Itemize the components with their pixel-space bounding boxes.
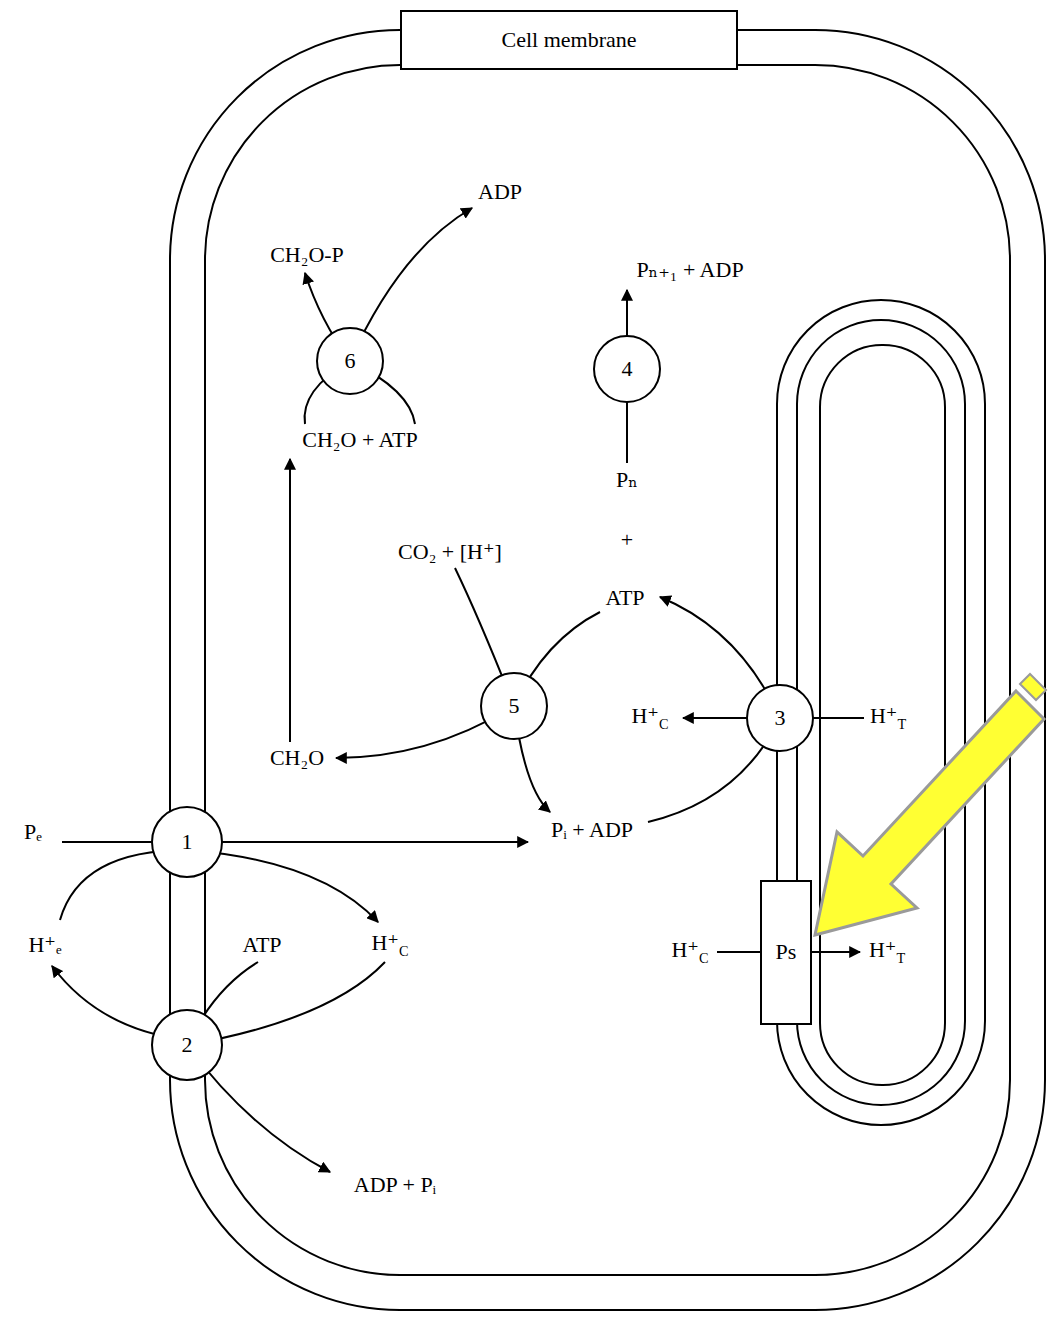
chemical-label: CO₂ + [H⁺] xyxy=(396,539,504,564)
callout-number: 5 xyxy=(509,693,520,718)
callout-number: 2 xyxy=(182,1032,193,1057)
chemical-label: Pₙ₊₁ + ADP xyxy=(634,257,745,282)
callout-circle: 5 xyxy=(480,672,548,740)
callout-circle: 4 xyxy=(593,335,661,403)
node-text: Ps xyxy=(776,939,797,964)
chemical-label: H⁺T xyxy=(868,703,908,732)
chemical-label: ATP xyxy=(240,932,283,957)
callout-number: 3 xyxy=(775,705,786,730)
callout-number: 6 xyxy=(345,348,356,373)
cell-wall xyxy=(170,30,1045,1310)
chemical-label: H⁺C xyxy=(629,703,670,732)
callout-circle: 3 xyxy=(746,684,814,752)
pointer-arrow xyxy=(1020,674,1046,700)
svg-part xyxy=(170,30,1045,1310)
thylakoid-membrane xyxy=(820,345,945,1085)
chemical-label: ADP + Pᵢ xyxy=(352,1172,438,1197)
chemical-label: CH₂O xyxy=(268,745,326,770)
chemical-label: CH₂O + ATP xyxy=(300,427,419,452)
chemical-label: + xyxy=(619,527,635,552)
chemical-label: H⁺T xyxy=(867,937,907,966)
chemical-label: H⁺C xyxy=(669,937,710,966)
chemical-label: Pₑ xyxy=(22,819,44,844)
chemical-label: ADP xyxy=(476,179,524,204)
chemical-label: H⁺ₑ xyxy=(26,932,63,957)
svg-part xyxy=(52,208,864,1172)
reaction-arrow xyxy=(62,841,528,843)
reaction-arrow xyxy=(289,459,291,742)
callout-circle: 2 xyxy=(151,1009,223,1081)
chemical-label: ATP xyxy=(603,585,646,610)
pointer-arrow xyxy=(815,691,1044,935)
chemical-label: Pᵢ + ADP xyxy=(549,817,635,842)
photosystem-box: Ps xyxy=(760,880,812,1025)
chemical-label: H⁺C xyxy=(369,930,410,959)
callout-number: 1 xyxy=(182,829,193,854)
chemical-label: Pₙ xyxy=(614,467,640,492)
chemical-label: CH₂O-P xyxy=(268,242,346,267)
membrane-label-box: Cell membrane xyxy=(400,10,738,70)
cell-wall xyxy=(205,65,1010,1275)
node-text: Cell membrane xyxy=(501,27,636,52)
callout-number: 4 xyxy=(622,356,633,381)
thylakoid-membrane xyxy=(797,320,965,1105)
callout-circle: 6 xyxy=(316,327,384,395)
callout-circle: 1 xyxy=(151,806,223,878)
